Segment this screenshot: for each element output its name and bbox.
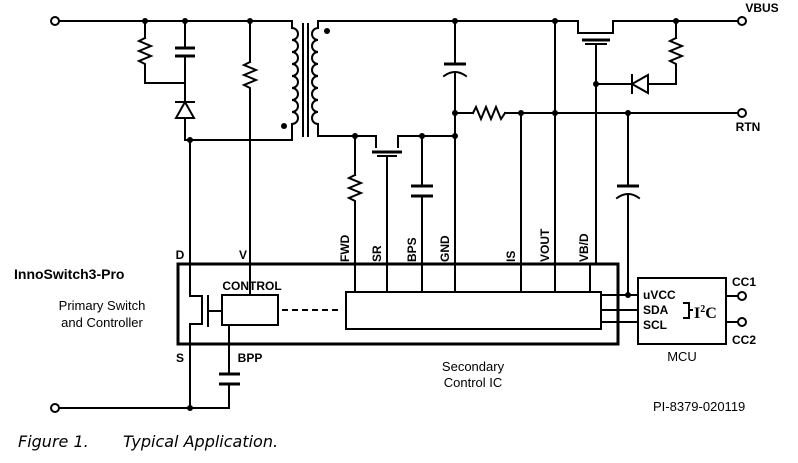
cc1-terminal (737, 291, 747, 301)
pin-gnd-label: GND (438, 235, 452, 262)
cc1-label: CC1 (732, 275, 756, 289)
rtn-label: RTN (736, 120, 761, 134)
part-number-label: InnoSwitch3-Pro (14, 266, 124, 282)
mcu-label: MCU (667, 349, 697, 364)
pin-bps-label: BPS (405, 237, 419, 262)
secondary-ic-block (345, 291, 602, 330)
pin-d-label: D (176, 248, 185, 262)
rtn-terminal (737, 108, 747, 118)
winding-dot-primary (281, 123, 287, 129)
primary-mosfet (189, 263, 223, 345)
primary-block-label-2: and Controller (61, 315, 143, 330)
secondary-side (317, 16, 747, 296)
pin-vbd-label: VB/D (577, 233, 591, 262)
secondary-ic-label-1: Secondary (442, 359, 505, 374)
mcu-pin-sda: SDA (643, 303, 669, 317)
mcu-pin-scl: SCL (643, 318, 667, 332)
secondary-ic-label-2: Control IC (444, 375, 503, 390)
pin-vout-label: VOUT (538, 228, 552, 262)
vbus-label: VBUS (745, 1, 778, 15)
cc2-terminal (737, 317, 747, 327)
drawing-id: PI-8379-020119 (653, 399, 745, 414)
pin-fwd-label: FWD (338, 234, 352, 262)
vbus-terminal (737, 16, 747, 26)
transformer (281, 20, 330, 141)
figure-title: Typical Application. (123, 432, 279, 451)
pin-s-label: S (176, 351, 184, 365)
innoswitch-package (176, 262, 639, 346)
output-mosfet (577, 20, 739, 211)
control-block (221, 294, 279, 326)
figure-number: Figure 1. (18, 432, 89, 451)
pin-bpp-label: BPP (238, 351, 263, 365)
pin-sr-label: SR (370, 245, 384, 262)
primary-block-label-1: Primary Switch (59, 298, 146, 313)
winding-dot-secondary (324, 28, 330, 34)
mcu-block (637, 277, 747, 345)
v-pin-resistor (241, 20, 259, 265)
figure-caption: Figure 1. Typical Application. (18, 432, 278, 451)
cc2-label: CC2 (732, 333, 756, 347)
pin-is-label: IS (504, 251, 518, 262)
i2c-bus-label: I2C (694, 304, 717, 322)
vbd-network (593, 18, 685, 95)
input-terminal-top (50, 16, 60, 26)
input-terminal-bottom (50, 403, 60, 413)
control-label: CONTROL (222, 279, 281, 293)
sr-mosfet (317, 133, 458, 211)
pin-v-label: V (239, 248, 247, 262)
snubber-network (136, 20, 196, 141)
mcu-pin-uvcc: uVCC (643, 288, 676, 302)
primary-side (50, 16, 293, 413)
